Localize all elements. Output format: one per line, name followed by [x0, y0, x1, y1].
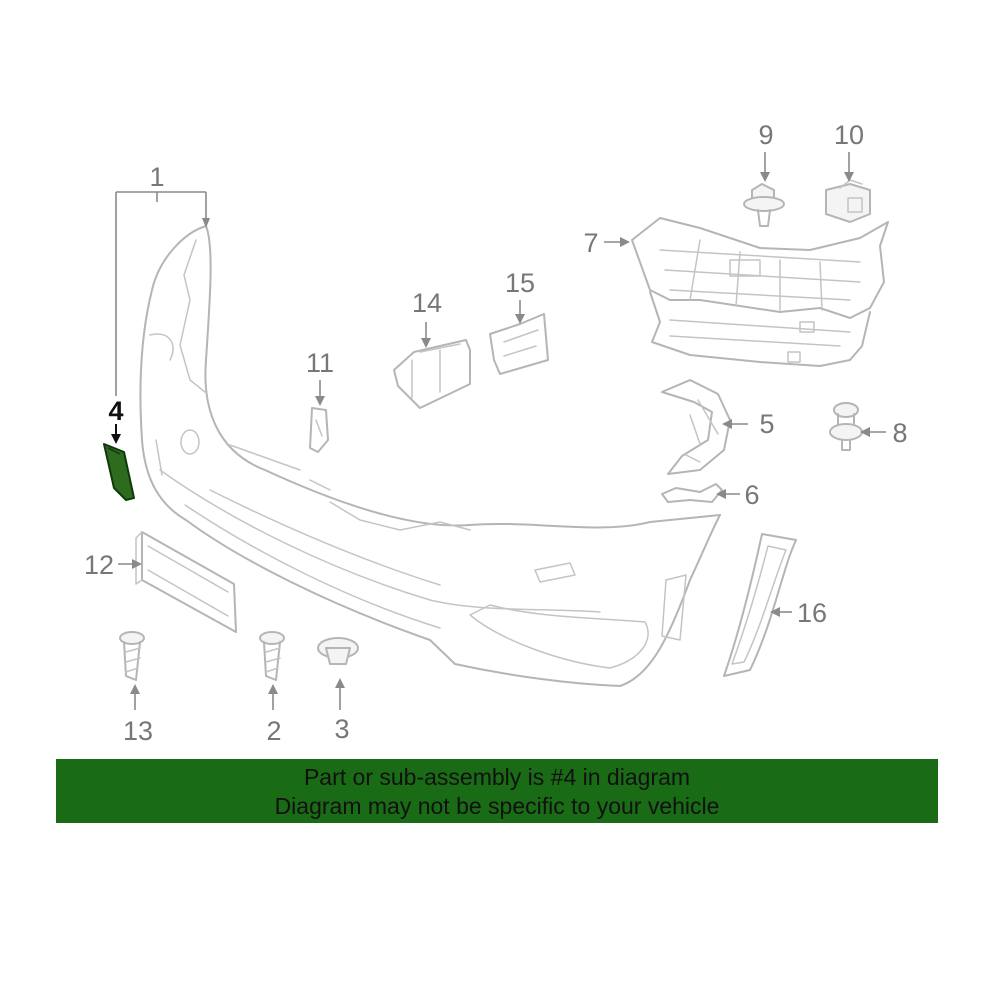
- callout-7: 7: [583, 228, 598, 258]
- bumper-cover-part-1: [139, 225, 721, 687]
- callout-4: 4: [108, 396, 123, 426]
- callout-1: 1: [149, 162, 164, 192]
- small-bracket-part-6: [661, 483, 723, 503]
- nut-part-3: [317, 637, 359, 665]
- bumper-carrier-part-7: [631, 217, 889, 367]
- callout-13: 13: [123, 716, 153, 746]
- leader-lines: [111, 152, 886, 710]
- notice-banner: Part or sub-assembly is #4 in diagram Di…: [56, 759, 938, 823]
- callout-2: 2: [266, 716, 281, 746]
- callout-10: 10: [834, 120, 864, 150]
- callout-3: 3: [334, 714, 349, 744]
- trim-part-16: [723, 533, 797, 677]
- callout-12: 12: [84, 550, 114, 580]
- callout-8: 8: [892, 418, 907, 448]
- callout-16: 16: [797, 598, 827, 628]
- connector-part-10: [825, 179, 871, 223]
- banner-line-1: Part or sub-assembly is #4 in diagram: [303, 764, 691, 790]
- callout-15: 15: [505, 268, 535, 298]
- highlighted-bracket-part-4[interactable]: [103, 443, 135, 501]
- bracket-part-14: [393, 339, 471, 409]
- callout-5: 5: [759, 409, 774, 439]
- bolt-part-9: [743, 183, 785, 227]
- callout-11: 11: [306, 348, 334, 378]
- screw-part-13: [119, 631, 145, 681]
- side-bracket-part-5: [661, 379, 731, 475]
- bracket-part-15: [489, 313, 549, 375]
- clip-part-11: [309, 407, 329, 453]
- plate-bracket-part-12: [135, 531, 237, 633]
- callout-6: 6: [744, 480, 759, 510]
- callout-9: 9: [758, 120, 773, 150]
- callout-14: 14: [412, 288, 442, 318]
- screw-part-2: [259, 631, 285, 681]
- banner-line-2: Diagram may not be specific to your vehi…: [274, 793, 720, 819]
- push-clip-part-8: [829, 402, 863, 451]
